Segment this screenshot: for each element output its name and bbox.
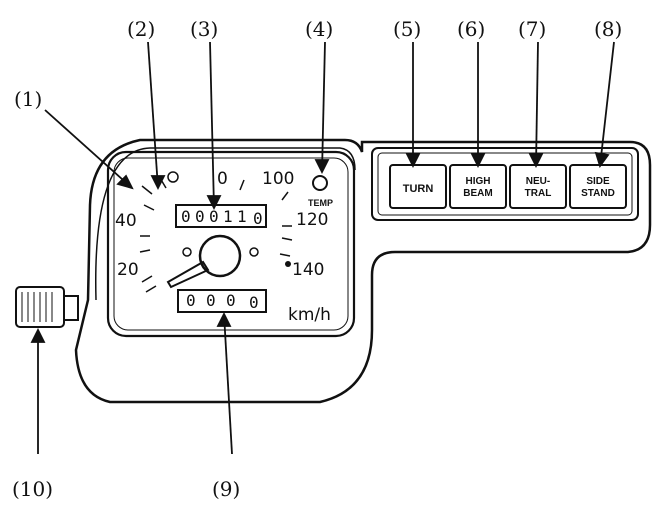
high-beam-indicator: HIGH BEAM — [449, 164, 507, 209]
tick-label-0: 0 — [217, 169, 228, 189]
odometer-digit: 1 — [223, 207, 233, 226]
scale-dot — [167, 171, 179, 183]
tick-label-20: 20 — [117, 260, 139, 280]
speed-unit-label: km/h — [288, 305, 331, 325]
neutral-indicator: NEU- TRAL — [509, 164, 567, 209]
turn-indicator: TURN — [389, 164, 447, 209]
speed-needle — [166, 260, 210, 289]
speedometer-face — [106, 150, 356, 338]
odometer-window — [175, 204, 267, 228]
odometer-digit: 1 — [237, 207, 247, 226]
callout-7: (7) — [518, 17, 546, 41]
needle-hub — [198, 234, 242, 278]
side-stand-indicator: SIDE STAND — [569, 164, 627, 209]
callout-4: (4) — [305, 17, 333, 41]
high-beam-label-line2: BEAM — [463, 188, 492, 199]
neutral-label-line1: NEU- — [526, 176, 550, 187]
tick-label-120: 120 — [296, 210, 328, 230]
high-beam-label-line1: HIGH — [466, 176, 491, 187]
callout-10: (10) — [12, 477, 53, 501]
trip-digit: 0 — [249, 293, 259, 312]
scale-dot-lower — [285, 261, 291, 267]
odometer-digit-last: 0 — [253, 209, 263, 228]
callout-2: (2) — [127, 17, 155, 41]
neutral-label-line2: TRAL — [525, 188, 552, 199]
trip-digit: 0 — [206, 291, 216, 310]
tick-label-140: 140 — [292, 260, 324, 280]
callout-arrows — [30, 41, 615, 455]
tick-label-100: 100 — [262, 169, 294, 189]
tick-label-40: 40 — [115, 211, 137, 231]
odometer-digit: 0 — [209, 207, 219, 226]
odometer-digit: 0 — [181, 207, 191, 226]
trip-digit: 0 — [186, 291, 196, 310]
callout-6: (6) — [457, 17, 485, 41]
trip-reset-knob — [15, 286, 79, 328]
callout-9: (9) — [212, 477, 240, 501]
callout-1: (1) — [14, 87, 42, 111]
side-stand-label-line2: STAND — [581, 188, 615, 199]
turn-label: TURN — [403, 183, 434, 195]
side-stand-label-line1: SIDE — [586, 176, 610, 187]
callout-5: (5) — [393, 17, 421, 41]
trip-digit: 0 — [226, 291, 236, 310]
odometer-digit: 0 — [195, 207, 205, 226]
callout-3: (3) — [190, 17, 218, 41]
housing-outline — [74, 138, 652, 404]
speedometer-face-inner — [113, 157, 349, 331]
trip-meter-digits: 0 0 0 0 — [186, 291, 259, 312]
temp-label: TEMP — [308, 198, 333, 208]
temp-indicator-lamp — [312, 175, 328, 191]
odometer-digits: 0 0 0 1 1 0 — [181, 207, 263, 228]
indicator-panel — [371, 147, 639, 221]
indicator-panel-inner — [377, 152, 633, 216]
hub-screw-right — [249, 247, 259, 257]
trip-meter-window — [177, 289, 267, 313]
callout-8: (8) — [594, 17, 622, 41]
hub-screw-left — [182, 247, 192, 257]
housing-inner-lip — [94, 147, 356, 301]
